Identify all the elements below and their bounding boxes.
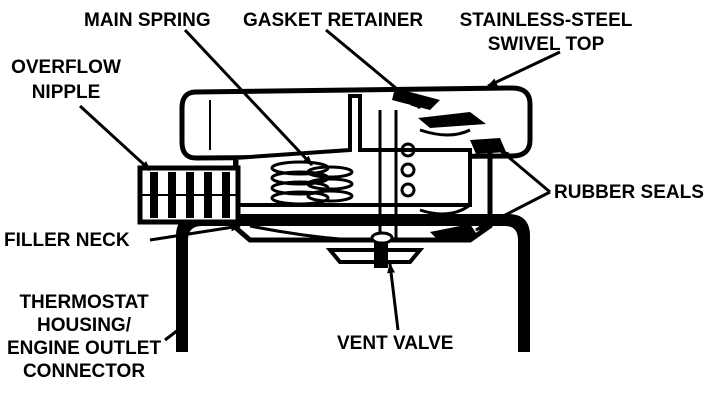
leader-stainless-steel	[487, 50, 561, 88]
leader-rubber-seal-top	[499, 148, 551, 194]
label-thermostat-line3: ENGINE OUTLET	[6, 338, 162, 359]
leader-thermostat	[164, 322, 187, 342]
vent-valve-shape	[325, 231, 425, 268]
filler-neck-flange	[249, 224, 440, 242]
cap-body	[233, 94, 472, 207]
overflow-nipple	[137, 165, 241, 225]
label-vent-valve: VENT VALVE	[337, 333, 454, 354]
label-thermostat-line2: HOUSING/	[37, 315, 131, 336]
label-main-spring: MAIN SPRING	[84, 10, 211, 31]
leader-vent-valve	[387, 263, 400, 331]
leader-rubber-seal-bottom	[475, 190, 551, 232]
lower-rubber-seal	[430, 224, 478, 242]
label-thermostat-line4: CONNECTOR	[22, 361, 146, 382]
main-spring	[270, 160, 354, 206]
label-rubber-seals: RUBBER SEALS	[554, 182, 704, 203]
leader-filler-neck	[149, 223, 241, 242]
inner-valve-column	[378, 110, 471, 240]
leader-overflow-nipple	[78, 104, 152, 172]
label-thermostat-line1: THERMOSTAT	[19, 292, 149, 313]
label-stainless-steel-line2: SWIVEL TOP	[487, 34, 605, 55]
leader-gasket-retainer	[325, 28, 421, 110]
label-overflow-line2: NIPPLE	[31, 82, 101, 103]
label-filler-neck: FILLER NECK	[4, 230, 130, 251]
label-gasket-retainer: GASKET RETAINER	[243, 10, 424, 31]
label-stainless-steel-line1: STAINLESS-STEEL	[459, 10, 633, 31]
leader-lines	[78, 28, 561, 342]
leader-main-spring	[183, 28, 314, 167]
label-overflow-line1: OVERFLOW	[11, 57, 121, 78]
